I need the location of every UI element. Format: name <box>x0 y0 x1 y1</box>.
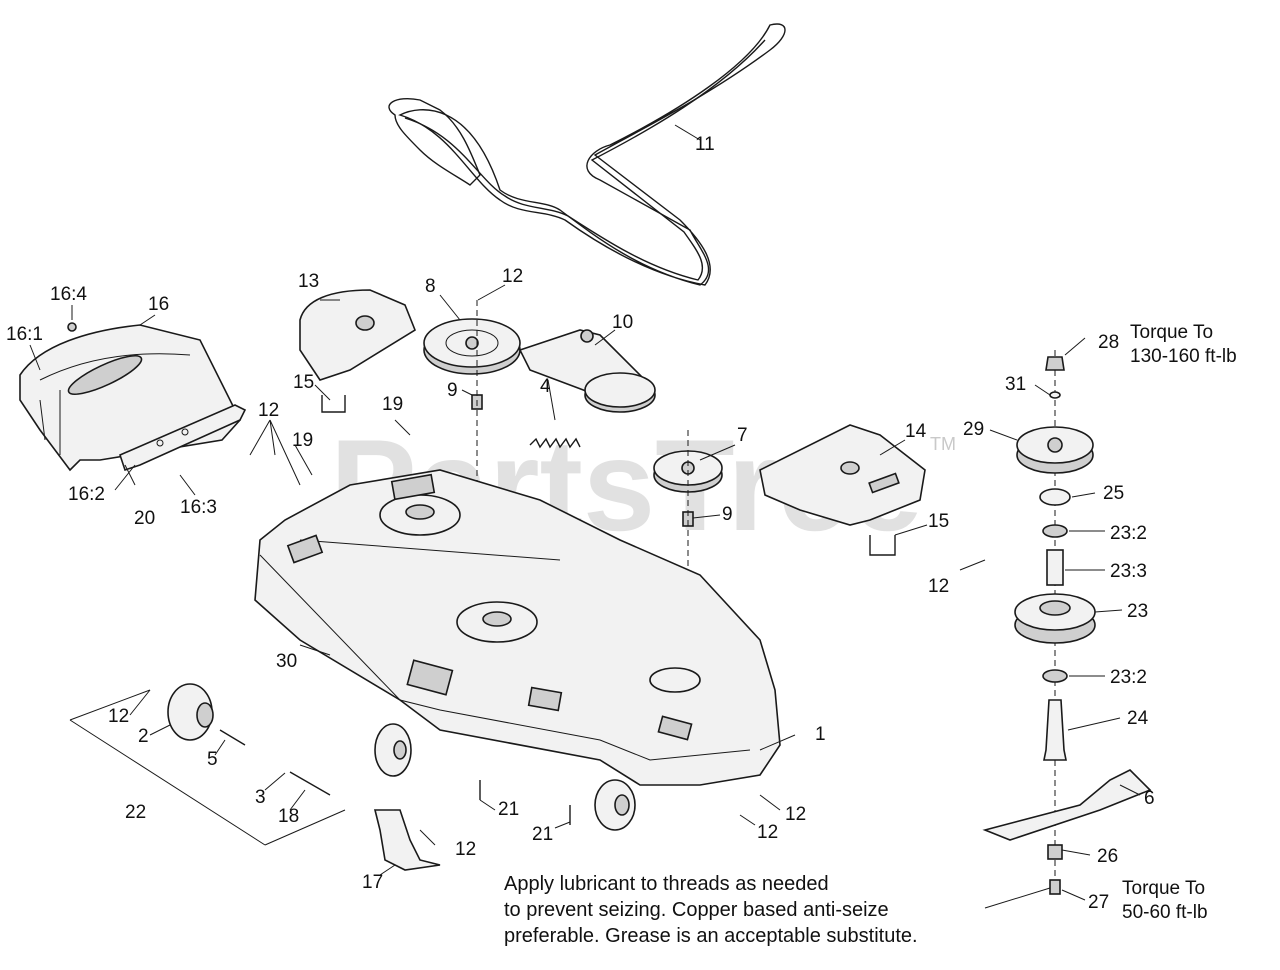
callout-23-2-upper: 23:2 <box>1110 523 1147 544</box>
roller-bolt <box>219 729 246 746</box>
spindle-shaft <box>1043 699 1067 761</box>
group-bracket-22 <box>69 689 346 846</box>
callout-12-cluster: 12 <box>258 400 279 421</box>
spacer-washer-25 <box>1039 488 1071 506</box>
torque-28-line2: 130-160 ft-lb <box>1130 346 1237 367</box>
washer-31 <box>1049 391 1061 399</box>
callout-16-1: 16:1 <box>6 324 43 345</box>
hinge-pin-right <box>869 535 896 556</box>
spindle-housing <box>1014 593 1096 644</box>
callout-25: 25 <box>1103 483 1124 504</box>
mower-deck <box>254 469 781 786</box>
callout-12-deflector: 12 <box>455 839 476 860</box>
bearing-lower <box>1042 669 1068 683</box>
callout-11: 11 <box>695 134 715 155</box>
callout-24: 24 <box>1127 708 1149 729</box>
torque-27-line2: 50-60 ft-lb <box>1122 902 1208 923</box>
callout-31: 31 <box>1005 374 1026 395</box>
callout-27: 27 <box>1088 892 1109 913</box>
callout-23: 23 <box>1127 601 1148 622</box>
lubricant-note-line-1: Apply lubricant to threads as needed <box>504 873 829 895</box>
watermark-tm: TM <box>930 434 956 454</box>
callout-14: 14 <box>905 421 927 442</box>
callout-12-roller: 12 <box>108 706 129 727</box>
spring <box>529 437 581 449</box>
belt-cover-small <box>299 289 416 381</box>
mower-blade <box>982 769 1152 841</box>
deck-cover-left <box>19 324 241 472</box>
nut-28 <box>1045 356 1065 371</box>
callout-16-3: 16:3 <box>180 497 217 518</box>
lubricant-note-line-2: to prevent seizing. Copper based anti-se… <box>504 899 889 921</box>
idler-arm <box>518 329 656 413</box>
callout-8: 8 <box>425 276 436 297</box>
callout-7: 7 <box>737 425 748 446</box>
callout-28: 28 <box>1098 332 1119 353</box>
spindle-pulley <box>1016 426 1094 474</box>
callout-23-3: 23:3 <box>1110 561 1147 582</box>
callout-13: 13 <box>298 271 319 292</box>
callout-2: 2 <box>138 726 149 747</box>
deck-wheel-front-left <box>374 723 412 777</box>
callout-4: 4 <box>540 376 551 397</box>
callout-10: 10 <box>612 312 633 333</box>
callout-9-upper: 9 <box>447 380 458 401</box>
bracket-bolt <box>289 771 331 796</box>
callout-29: 29 <box>963 419 984 440</box>
callout-30: 30 <box>276 651 297 672</box>
callout-3: 3 <box>255 787 266 808</box>
anti-scalp-roller <box>167 683 214 741</box>
callout-26: 26 <box>1097 846 1118 867</box>
hinge-pin-left <box>321 395 346 413</box>
bearing-spacer <box>1046 549 1064 586</box>
callout-15-right: 15 <box>928 511 949 532</box>
callout-12-deck-right: 12 <box>785 804 806 825</box>
callout-12-top: 12 <box>502 266 523 287</box>
callout-21-lower: 21 <box>532 824 553 845</box>
torque-27-line1: Torque To <box>1122 878 1205 899</box>
deck-wheel-front-right <box>594 779 636 831</box>
callout-16-4: 16:4 <box>50 284 87 305</box>
cover-bracket <box>67 322 247 472</box>
callout-6: 6 <box>1144 788 1155 809</box>
drive-belt <box>388 23 786 286</box>
callout-18: 18 <box>278 806 299 827</box>
callout-19-left: 19 <box>292 430 313 451</box>
lubricant-note-line-3: preferable. Grease is an acceptable subs… <box>504 925 918 947</box>
callout-22: 22 <box>125 802 146 823</box>
callout-5: 5 <box>207 749 218 770</box>
callout-23-2-lower: 23:2 <box>1110 667 1147 688</box>
callout-12-deck-low: 12 <box>757 822 778 843</box>
callout-16: 16 <box>148 294 169 315</box>
callout-16-2: 16:2 <box>68 484 105 505</box>
callout-12-spindle: 12 <box>928 576 949 597</box>
blade-washer <box>1047 844 1063 860</box>
callout-20: 20 <box>134 508 155 529</box>
callout-21-upper: 21 <box>498 799 519 820</box>
idler-pulley-upper <box>423 318 521 375</box>
bearing-upper <box>1042 524 1068 538</box>
blade-bolt <box>1049 879 1061 895</box>
callout-1: 1 <box>815 724 826 745</box>
torque-28-line1: Torque To <box>1130 322 1213 343</box>
callout-15-left: 15 <box>293 372 314 393</box>
discharge-deflector <box>373 809 441 871</box>
callout-19-right: 19 <box>382 394 403 415</box>
callout-9-lower: 9 <box>722 504 733 525</box>
callout-17: 17 <box>362 872 383 893</box>
belt-cover-large <box>759 424 926 526</box>
leader-lines <box>29 124 1141 909</box>
